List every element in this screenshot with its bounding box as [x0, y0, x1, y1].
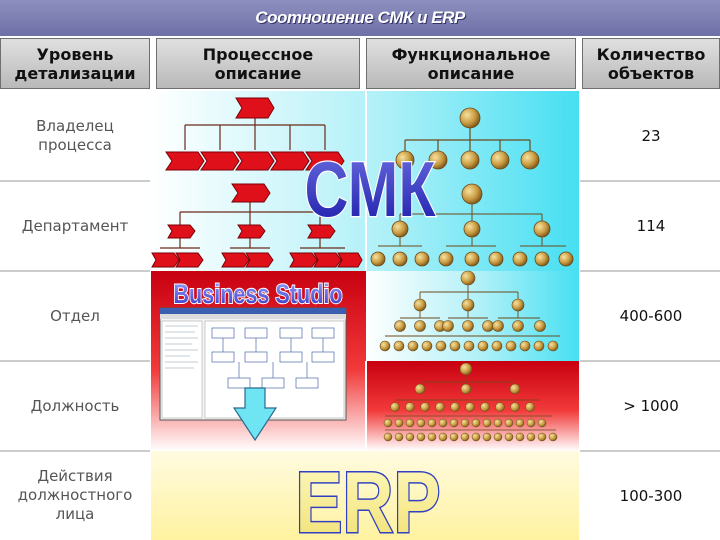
header-level: Уровень детализации [0, 38, 150, 89]
row-dividers [0, 180, 720, 452]
functional-nodes-position [383, 362, 558, 442]
count-position: > 1000 [623, 397, 679, 415]
count-section: 400-600 [619, 307, 683, 325]
down-arrow-icon [232, 387, 278, 442]
row-label-department: Департамент [21, 216, 129, 235]
slide-title: Соотношение СМК и ERP [255, 8, 465, 27]
erp-overlay-label: ERP [296, 454, 441, 540]
functional-tree-section [385, 284, 560, 337]
count-actions: 100-300 [619, 486, 683, 505]
process-chevrons-owner [165, 97, 345, 171]
header-count: Количество объектов [582, 38, 720, 89]
functional-tree-owner [404, 128, 531, 152]
count-department: 114 [636, 217, 666, 235]
row-label-actions: Действия должностного лица [17, 467, 133, 523]
row-label-position: Должность [30, 396, 120, 415]
process-chevrons-department [151, 183, 363, 268]
row-label-section: Отдел [50, 306, 100, 325]
smk-overlay-label: СМК [305, 146, 436, 233]
header-process: Процессное описание [156, 38, 360, 89]
header-functional: Функциональное описание [366, 38, 576, 89]
process-tree-department [160, 200, 345, 249]
functional-nodes-owner [395, 107, 540, 170]
functional-tree-position [385, 374, 556, 431]
functional-nodes-department [370, 183, 574, 267]
functional-nodes-section [379, 270, 559, 352]
title-bar [0, 0, 720, 36]
band-erp [150, 451, 580, 540]
business-studio-label: Business Studio [173, 280, 342, 310]
table-grid [149, 91, 581, 540]
count-owner: 23 [641, 127, 661, 145]
row-label-owner: Владелец процесса [36, 117, 114, 154]
functional-tree-department [378, 204, 566, 247]
